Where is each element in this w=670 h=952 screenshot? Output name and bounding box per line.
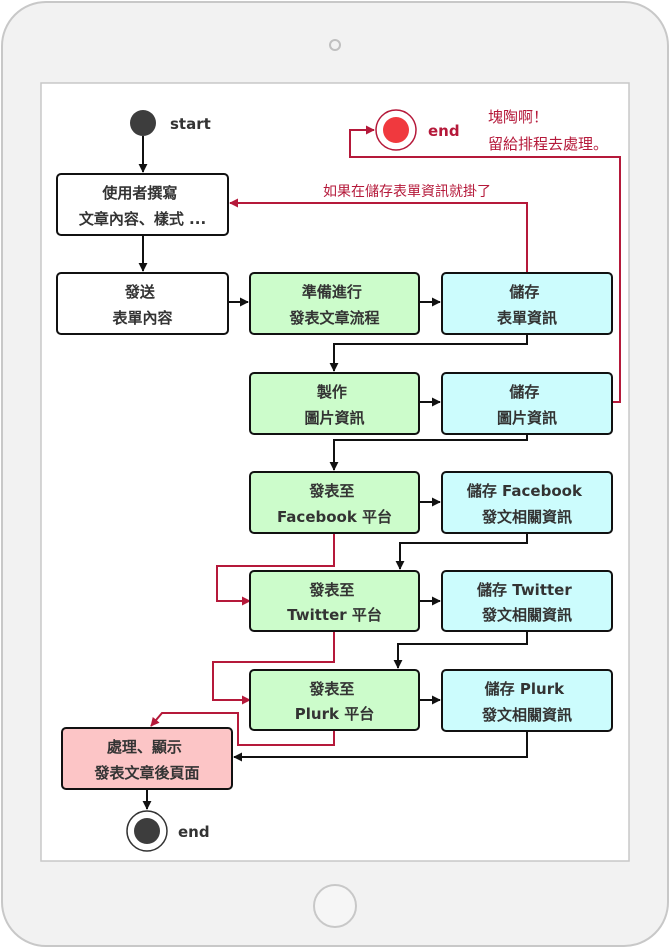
post-twitter-line-1: 發表至 <box>308 581 354 599</box>
svg-text:儲存 圖片資訊: 儲存 圖片資訊 <box>497 383 557 427</box>
node-save-plurk: 儲存 Plurk 發文相關資訊 <box>441 669 613 732</box>
save-image-line-2: 圖片資訊 <box>497 409 557 427</box>
start-node: start <box>130 110 211 136</box>
edge-plurk-to-finish <box>150 712 335 746</box>
post-facebook-line-1: 發表至 <box>308 482 354 500</box>
save-plurk-line-2: 發文相關資訊 <box>481 706 572 724</box>
save-twitter-line-2: 發文相關資訊 <box>481 606 572 624</box>
edge-save-twitter-to-plurk <box>393 631 528 669</box>
make-image-line-2: 圖片資訊 <box>304 409 364 427</box>
error-note: 塊陶啊！ 留給排程去處理。 <box>488 108 608 153</box>
node-save-form: 儲存 表單資訊 <box>441 272 613 335</box>
prepare-line-2: 發表文章流程 <box>288 309 379 327</box>
error-edges <box>150 125 621 746</box>
edge-save-image-to-error-end <box>349 125 621 403</box>
make-image-line-1: 製作 <box>316 383 347 401</box>
camera-icon <box>329 39 341 51</box>
svg-text:儲存 Twitter 發文相關資訊: 儲存 Twitter 發文相關資訊 <box>477 581 577 624</box>
start-label: start <box>170 115 211 133</box>
end-node: end <box>126 810 210 852</box>
svg-text:製作 圖片資訊: 製作 圖片資訊 <box>304 383 364 427</box>
save-image-line-1: 儲存 <box>509 383 539 401</box>
edge-save-image-to-facebook <box>329 434 528 471</box>
svg-text:發送 表單內容: 發送 表單內容 <box>112 283 172 327</box>
finish-line-1: 處理、顯示 <box>107 738 182 756</box>
edge-twitter-to-plurk <box>212 631 335 705</box>
node-save-twitter: 儲存 Twitter 發文相關資訊 <box>441 570 613 632</box>
node-send-form: 發送 表單內容 <box>56 272 229 335</box>
save-form-line-2: 表單資訊 <box>497 309 557 327</box>
svg-text:處理、顯示 發表文章後頁面: 處理、顯示 發表文章後頁面 <box>93 738 199 782</box>
flow-edges <box>138 136 528 810</box>
error-end-node: end <box>375 109 460 151</box>
edge-save-form-to-compose <box>229 198 528 273</box>
edge-facebook-to-twitter <box>216 533 335 606</box>
prepare-line-1: 準備進行 <box>302 283 362 301</box>
svg-text:準備進行 發表文章流程: 準備進行 發表文章流程 <box>288 283 379 327</box>
svg-text:儲存 表單資訊: 儲存 表單資訊 <box>497 283 557 327</box>
send-form-line-2: 表單內容 <box>112 309 172 327</box>
save-facebook-line-1: 儲存 Facebook <box>467 482 583 500</box>
save-facebook-line-2: 發文相關資訊 <box>481 508 572 526</box>
save-twitter-line-1: 儲存 Twitter <box>477 581 572 599</box>
node-post-twitter: 發表至 Twitter 平台 <box>249 570 420 632</box>
compose-line-2: 文章內容、樣式 ... <box>79 210 206 228</box>
edge-save-plurk-to-finish <box>233 731 528 762</box>
svg-text:發表至 Plurk 平台: 發表至 Plurk 平台 <box>295 680 374 723</box>
node-prepare: 準備進行 發表文章流程 <box>249 272 420 335</box>
post-plurk-line-1: 發表至 <box>308 680 354 698</box>
svg-text:儲存 Facebook 發文相關資訊: 儲存 Facebook 發文相關資訊 <box>467 482 587 526</box>
end-label: end <box>178 823 210 841</box>
svg-text:發表至 Twitter 平台: 發表至 Twitter 平台 <box>287 581 382 624</box>
svg-text:發表至 Facebook 平台: 發表至 Facebook 平台 <box>277 482 392 526</box>
edge-save-facebook-to-twitter <box>395 533 528 570</box>
finish-line-2: 發表文章後頁面 <box>93 764 199 782</box>
send-form-line-1: 發送 <box>124 283 156 301</box>
error-end-label: end <box>428 122 460 140</box>
node-post-facebook: 發表至 Facebook 平台 <box>249 471 420 534</box>
node-finish: 處理、顯示 發表文章後頁面 <box>61 727 233 790</box>
node-save-image: 儲存 圖片資訊 <box>441 372 613 435</box>
svg-text:使用者撰寫 文章內容、樣式 ...: 使用者撰寫 文章內容、樣式 ... <box>79 184 206 228</box>
svg-text:儲存 Plurk 發文相關資訊: 儲存 Plurk 發文相關資訊 <box>481 680 572 724</box>
error-note-line-1: 塊陶啊！ <box>488 108 548 126</box>
save-plurk-line-1: 儲存 Plurk <box>485 680 565 698</box>
post-facebook-line-2: Facebook 平台 <box>277 508 392 526</box>
save-form-line-1: 儲存 <box>509 283 539 301</box>
edge-save-form-to-make-image <box>329 333 528 372</box>
node-save-facebook: 儲存 Facebook 發文相關資訊 <box>441 471 613 534</box>
home-button[interactable] <box>313 884 357 928</box>
post-plurk-line-2: Plurk 平台 <box>295 705 374 723</box>
error-note-line-2: 留給排程去處理。 <box>488 135 608 153</box>
node-compose: 使用者撰寫 文章內容、樣式 ... <box>56 173 229 236</box>
node-post-plurk: 發表至 Plurk 平台 <box>249 669 420 731</box>
node-make-image: 製作 圖片資訊 <box>249 372 420 435</box>
compose-line-1: 使用者撰寫 <box>101 184 177 202</box>
error-edge-label: 如果在儲存表單資訊就掛了 <box>323 184 491 200</box>
post-twitter-line-2: Twitter 平台 <box>287 606 382 624</box>
